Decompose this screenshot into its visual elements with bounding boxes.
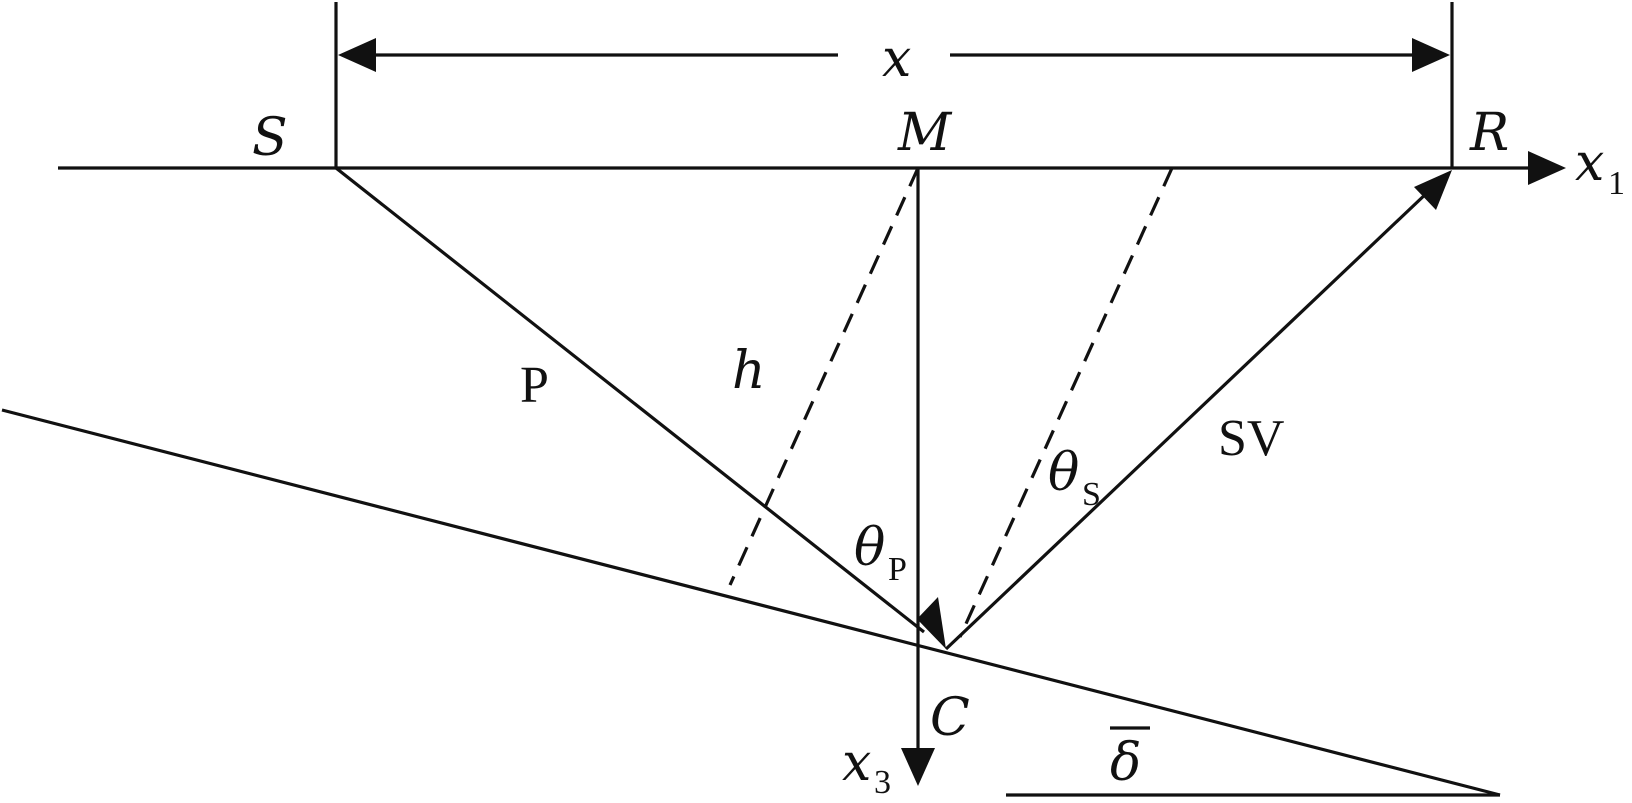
x1-axis-label: x	[1575, 133, 1604, 193]
offset-label: x	[882, 29, 911, 89]
x1-axis-subscript: 1	[1608, 165, 1625, 202]
offset-arrow-right-icon	[1412, 38, 1450, 72]
receiver-label: R	[1469, 103, 1509, 163]
theta-p-label: θ	[854, 518, 885, 578]
depth-label: h	[732, 341, 766, 401]
sv-ray-arrow-icon	[1414, 170, 1452, 210]
midpoint-label: M	[897, 103, 953, 163]
theta-s-subscript: S	[1082, 476, 1101, 513]
source-label: S	[252, 108, 288, 168]
x3-axis-subscript: 3	[874, 764, 891, 801]
p-ray-arrow-icon	[917, 597, 946, 649]
x1-axis-arrow-icon	[1528, 151, 1566, 185]
depth-normal-dashed	[728, 167, 920, 586]
conversion-point-label: C	[930, 688, 970, 748]
x3-axis-label: x	[842, 733, 871, 793]
p-wave-label: P	[520, 357, 549, 414]
sv-normal-dashed	[958, 167, 1174, 638]
dipping-reflector	[1, 408, 1501, 797]
p-ray	[335, 166, 925, 634]
dip-angle-label: δ	[1110, 733, 1141, 793]
theta-s-label: θ	[1048, 443, 1079, 503]
theta-p-subscript: P	[888, 551, 907, 588]
offset-arrow-left-icon	[338, 38, 376, 72]
sv-wave-label: SV	[1218, 410, 1284, 467]
x3-axis-arrow-icon	[901, 748, 935, 786]
sv-ray	[944, 188, 1432, 651]
